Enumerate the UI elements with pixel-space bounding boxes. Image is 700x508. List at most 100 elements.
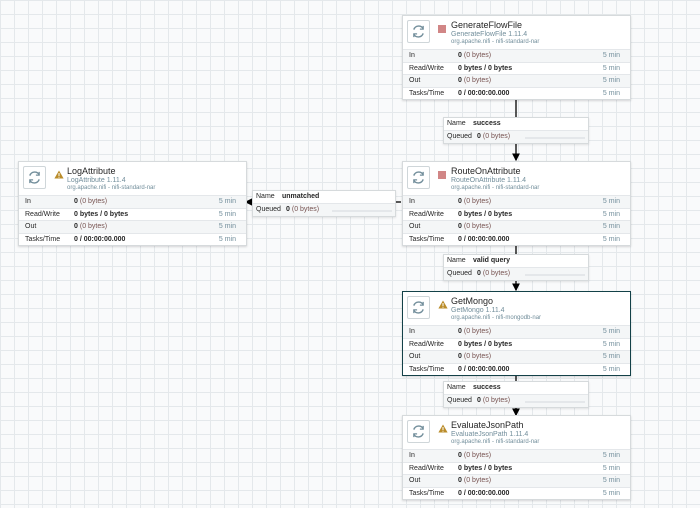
processor-bundle: org.apache.nifi - nifi-standard-nar: [451, 39, 540, 45]
stopped-status-icon: [438, 25, 446, 33]
queued-count: 0: [477, 397, 481, 404]
connection-unmatched[interactable]: Name unmatched Queued 0 (0 bytes): [252, 190, 396, 217]
stopped-status-icon: [438, 171, 446, 179]
stat-label: Tasks/Time: [409, 89, 445, 97]
stat-label: Read/Write: [25, 210, 60, 218]
processor-type: LogAttribute 1.11.4: [67, 177, 126, 184]
warning-icon[interactable]: [54, 170, 64, 179]
queued-count: 0: [477, 133, 481, 140]
stat-time: 5 min: [218, 210, 236, 218]
stat-label: Read/Write: [409, 340, 444, 348]
stat-row-readwrite: Read/Write 0 bytes / 0 bytes 5 min: [19, 207, 246, 221]
processor-header: RouteOnAttribute RouteOnAttribute 1.11.4…: [403, 162, 630, 195]
stat-label: Tasks/Time: [409, 235, 445, 243]
stat-time: 5 min: [602, 353, 620, 360]
connection-name: unmatched: [282, 193, 320, 200]
connection-success-2[interactable]: Name success Queued 0 (0 bytes): [443, 381, 589, 408]
stat-row-tasks: Tasks/Time 0 / 00:00:00.000 5 min: [403, 86, 630, 100]
warning-icon[interactable]: [438, 300, 448, 309]
queued-count: 0: [477, 270, 481, 277]
processor-getmongo[interactable]: GetMongo GetMongo 1.11.4 org.apache.nifi…: [402, 291, 631, 376]
stat-value: 0 bytes / 0 bytes: [458, 64, 513, 72]
stat-label: In: [409, 328, 415, 335]
processor-icon: [407, 166, 430, 189]
stat-time: 5 min: [602, 77, 620, 84]
stat-count: 0: [458, 52, 462, 59]
stat-label: Tasks/Time: [25, 235, 61, 243]
stat-label: In: [409, 198, 415, 205]
processor-type: GenerateFlowFile 1.11.4: [451, 31, 528, 38]
queue-progress-bar: [525, 401, 585, 403]
queue-progress-bar: [525, 137, 585, 139]
queue-progress-bar: [525, 274, 585, 276]
stat-row-in: In 0 (0 bytes) 5 min: [403, 195, 630, 208]
queued-size: (0 bytes): [482, 397, 511, 404]
stat-size: (0 bytes): [463, 477, 492, 484]
stat-label: Read/Write: [409, 64, 444, 72]
stat-label: Tasks/Time: [409, 365, 445, 373]
stat-time: 5 min: [602, 464, 620, 472]
processor-routeonattribute[interactable]: RouteOnAttribute RouteOnAttribute 1.11.4…: [402, 161, 631, 246]
processor-name: RouteOnAttribute: [451, 166, 521, 176]
queued-label: Queued: [256, 206, 281, 213]
stat-size: (0 bytes): [463, 223, 492, 230]
stat-time: 5 min: [602, 52, 620, 59]
processor-type: RouteOnAttribute 1.11.4: [451, 177, 526, 184]
processor-logattribute[interactable]: LogAttribute LogAttribute 1.11.4 org.apa…: [18, 161, 247, 246]
processor-type: EvaluateJsonPath 1.11.4: [451, 431, 529, 438]
stat-time: 5 min: [602, 210, 620, 218]
stat-time: 5 min: [602, 365, 620, 373]
stat-count: 0: [74, 223, 78, 230]
connection-name-label: Name: [447, 257, 466, 264]
stat-size: (0 bytes): [79, 198, 108, 205]
processor-bundle: org.apache.nifi - nifi-standard-nar: [67, 185, 156, 191]
processor-header: GetMongo GetMongo 1.11.4 org.apache.nifi…: [403, 292, 630, 325]
stat-row-in: In 0 (0 bytes) 5 min: [403, 49, 630, 62]
stat-value: 0 / 00:00:00.000: [74, 235, 126, 243]
processor-type: GetMongo 1.11.4: [451, 307, 505, 314]
stat-value: 0 / 00:00:00.000: [458, 365, 510, 373]
stat-size: (0 bytes): [463, 328, 492, 335]
stat-size: (0 bytes): [463, 52, 492, 59]
processor-icon: [407, 296, 430, 319]
stat-label: In: [409, 52, 415, 59]
stat-value: 0 bytes / 0 bytes: [74, 210, 129, 218]
stat-row-readwrite: Read/Write 0 bytes / 0 bytes 5 min: [403, 461, 630, 475]
stat-count: 0: [458, 328, 462, 335]
stat-value: 0 bytes / 0 bytes: [458, 340, 513, 348]
stat-label: Read/Write: [409, 210, 444, 218]
connection-name-label: Name: [256, 193, 275, 200]
stat-row-tasks: Tasks/Time 0 / 00:00:00.000 5 min: [403, 232, 630, 246]
stat-row-in: In 0 (0 bytes) 5 min: [403, 325, 630, 338]
processor-name: GenerateFlowFile: [451, 20, 523, 30]
processor-icon: [407, 420, 430, 443]
processor-generateflowfile[interactable]: GenerateFlowFile GenerateFlowFile 1.11.4…: [402, 15, 631, 100]
connection-name: success: [473, 120, 501, 127]
processor-header: EvaluateJsonPath EvaluateJsonPath 1.11.4…: [403, 416, 630, 449]
stat-count: 0: [458, 353, 462, 360]
stat-row-tasks: Tasks/Time 0 / 00:00:00.000 5 min: [19, 232, 246, 246]
stat-label: Out: [409, 223, 421, 230]
warning-icon[interactable]: [438, 424, 448, 433]
stat-time: 5 min: [602, 198, 620, 205]
stat-time: 5 min: [602, 235, 620, 243]
processor-icon: [23, 166, 46, 189]
stat-label: In: [409, 452, 415, 459]
stat-label: Out: [409, 77, 421, 84]
stat-value: 0 / 00:00:00.000: [458, 89, 510, 97]
stat-count: 0: [458, 452, 462, 459]
connection-name-label: Name: [447, 384, 466, 391]
stat-time: 5 min: [218, 198, 236, 205]
processor-name: GetMongo: [451, 296, 494, 306]
stat-time: 5 min: [602, 64, 620, 72]
stat-count: 0: [458, 477, 462, 484]
connection-valid-query[interactable]: Name valid query Queued 0 (0 bytes): [443, 254, 589, 281]
processor-evaluatejsonpath[interactable]: EvaluateJsonPath EvaluateJsonPath 1.11.4…: [402, 415, 631, 500]
connection-success-1[interactable]: Name success Queued 0 (0 bytes): [443, 117, 589, 144]
stat-time: 5 min: [602, 340, 620, 348]
stat-time: 5 min: [602, 328, 620, 335]
connection-name: success: [473, 384, 501, 391]
stat-label: Out: [409, 353, 421, 360]
stat-label: Out: [25, 223, 37, 230]
